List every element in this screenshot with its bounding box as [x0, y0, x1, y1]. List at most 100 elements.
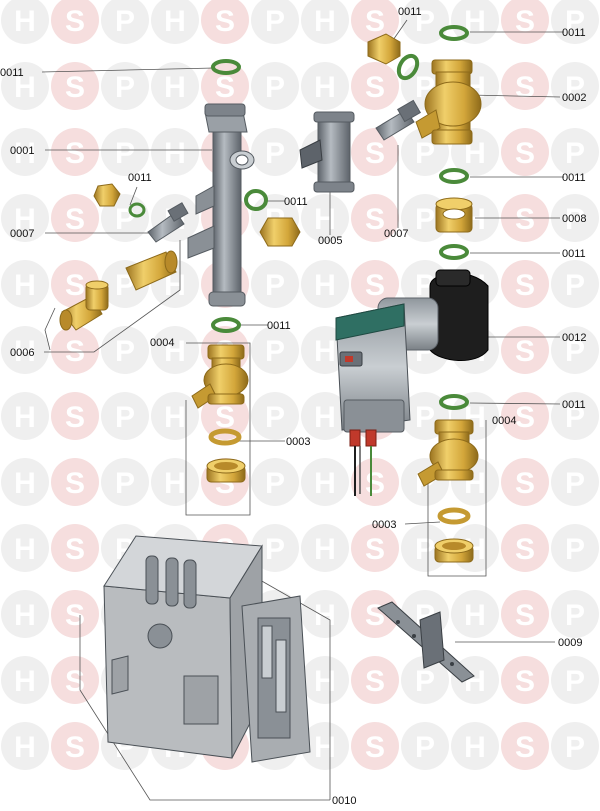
watermark-letter: H — [314, 533, 336, 566]
watermark-letter: S — [65, 401, 85, 434]
watermark-circle — [251, 128, 299, 176]
union-ring-right — [437, 507, 471, 525]
watermark-circle — [351, 524, 399, 572]
watermark-circle — [451, 590, 499, 638]
label-manifold: 0001 — [10, 145, 34, 157]
watermark-circle — [501, 128, 549, 176]
watermark-circle — [551, 722, 599, 770]
watermark-circle — [351, 128, 399, 176]
watermark-circle — [551, 524, 599, 572]
watermark-letter: H — [164, 137, 186, 170]
watermark-letter: P — [415, 5, 435, 38]
watermark-letter: H — [14, 335, 36, 368]
watermark-circle — [51, 590, 99, 638]
watermark-circle — [1, 458, 49, 506]
watermark-letter: P — [265, 269, 285, 302]
isolator-valve-left — [191, 344, 249, 409]
watermark-letter: H — [14, 599, 36, 632]
watermark-circle — [301, 524, 349, 572]
watermark-letter: H — [464, 5, 486, 38]
watermark-circle — [551, 0, 599, 44]
watermark-circle — [401, 656, 449, 704]
label-oring-right-upper: 0011 — [562, 27, 586, 39]
watermark-letter: P — [415, 533, 435, 566]
watermark-letter: S — [65, 335, 85, 368]
watermark-circle — [101, 0, 149, 44]
hex-nut-small — [93, 183, 121, 207]
mounting-bracket — [377, 601, 475, 683]
watermark-letter: P — [265, 71, 285, 104]
watermark-circle — [551, 128, 599, 176]
watermark-letter: H — [14, 71, 36, 104]
watermark-circle — [151, 458, 199, 506]
watermark-letter: H — [14, 467, 36, 500]
watermark-circle — [51, 62, 99, 110]
watermark-circle — [301, 260, 349, 308]
watermark-circle — [301, 590, 349, 638]
watermark-circle — [501, 656, 549, 704]
watermark-letter: P — [115, 467, 135, 500]
watermark-circle — [251, 326, 299, 374]
watermark-circle — [501, 722, 549, 770]
watermark-circle — [151, 392, 199, 440]
watermark-letter: S — [365, 71, 385, 104]
watermark-letter: S — [365, 731, 385, 764]
part-labels: 0011 0001 0007 0011 0006 0011 0011 0004 … — [0, 6, 586, 807]
watermark-letter: H — [314, 71, 336, 104]
circulating-pump — [335, 269, 489, 496]
watermark-circle — [501, 326, 549, 374]
label-oring-center: 0011 — [267, 320, 291, 332]
watermark-letter: H — [164, 71, 186, 104]
watermark-circle — [551, 62, 599, 110]
watermark-letter: P — [565, 401, 585, 434]
watermark-circle — [251, 524, 299, 572]
drain-elbow — [59, 280, 109, 331]
watermark-circle — [51, 128, 99, 176]
watermark-letter: S — [215, 71, 235, 104]
watermark-letter: P — [565, 71, 585, 104]
watermark-letter: H — [314, 335, 336, 368]
watermark-circle — [51, 0, 99, 44]
watermark-letter: H — [14, 731, 36, 764]
watermark-circle — [101, 62, 149, 110]
watermark-letter: H — [464, 731, 486, 764]
watermark-circle — [51, 326, 99, 374]
watermark-circle — [301, 62, 349, 110]
label-cover: 0010 — [332, 795, 356, 807]
watermark-circle — [501, 458, 549, 506]
watermark-circle — [301, 194, 349, 242]
watermark-letter: P — [265, 533, 285, 566]
label-oring-right-lower: 0011 — [562, 248, 586, 260]
watermark-letter: S — [65, 269, 85, 302]
label-isolator-right: 0004 — [492, 415, 516, 427]
grey-ball-valve — [299, 111, 355, 193]
watermark-circle — [251, 62, 299, 110]
watermark-circle — [351, 722, 399, 770]
watermark-letter: S — [515, 203, 535, 236]
watermark-circle — [51, 194, 99, 242]
watermark-letter: S — [365, 5, 385, 38]
oring-small-left — [128, 202, 146, 218]
watermark-letter: S — [515, 137, 535, 170]
watermark-circle — [551, 458, 599, 506]
watermark-letter: H — [464, 599, 486, 632]
watermark-circle — [301, 0, 349, 44]
watermark-letter: P — [115, 5, 135, 38]
watermark-circle — [301, 392, 349, 440]
watermark-circle — [1, 524, 49, 572]
watermark-letter: S — [365, 533, 385, 566]
watermark-letter: S — [515, 731, 535, 764]
watermark-letter: S — [65, 599, 85, 632]
watermark-circle — [1, 260, 49, 308]
watermark-circle — [1, 326, 49, 374]
label-isolator-left: 0004 — [150, 337, 174, 349]
watermark-letter: P — [115, 335, 135, 368]
watermark-circle — [351, 62, 399, 110]
watermark-letter: P — [115, 71, 135, 104]
watermark-circle — [501, 0, 549, 44]
watermark-letter: P — [565, 269, 585, 302]
watermark-letter: H — [164, 467, 186, 500]
watermark-letter: S — [515, 533, 535, 566]
watermark-circle — [351, 458, 399, 506]
label-filter: 0008 — [562, 213, 586, 225]
